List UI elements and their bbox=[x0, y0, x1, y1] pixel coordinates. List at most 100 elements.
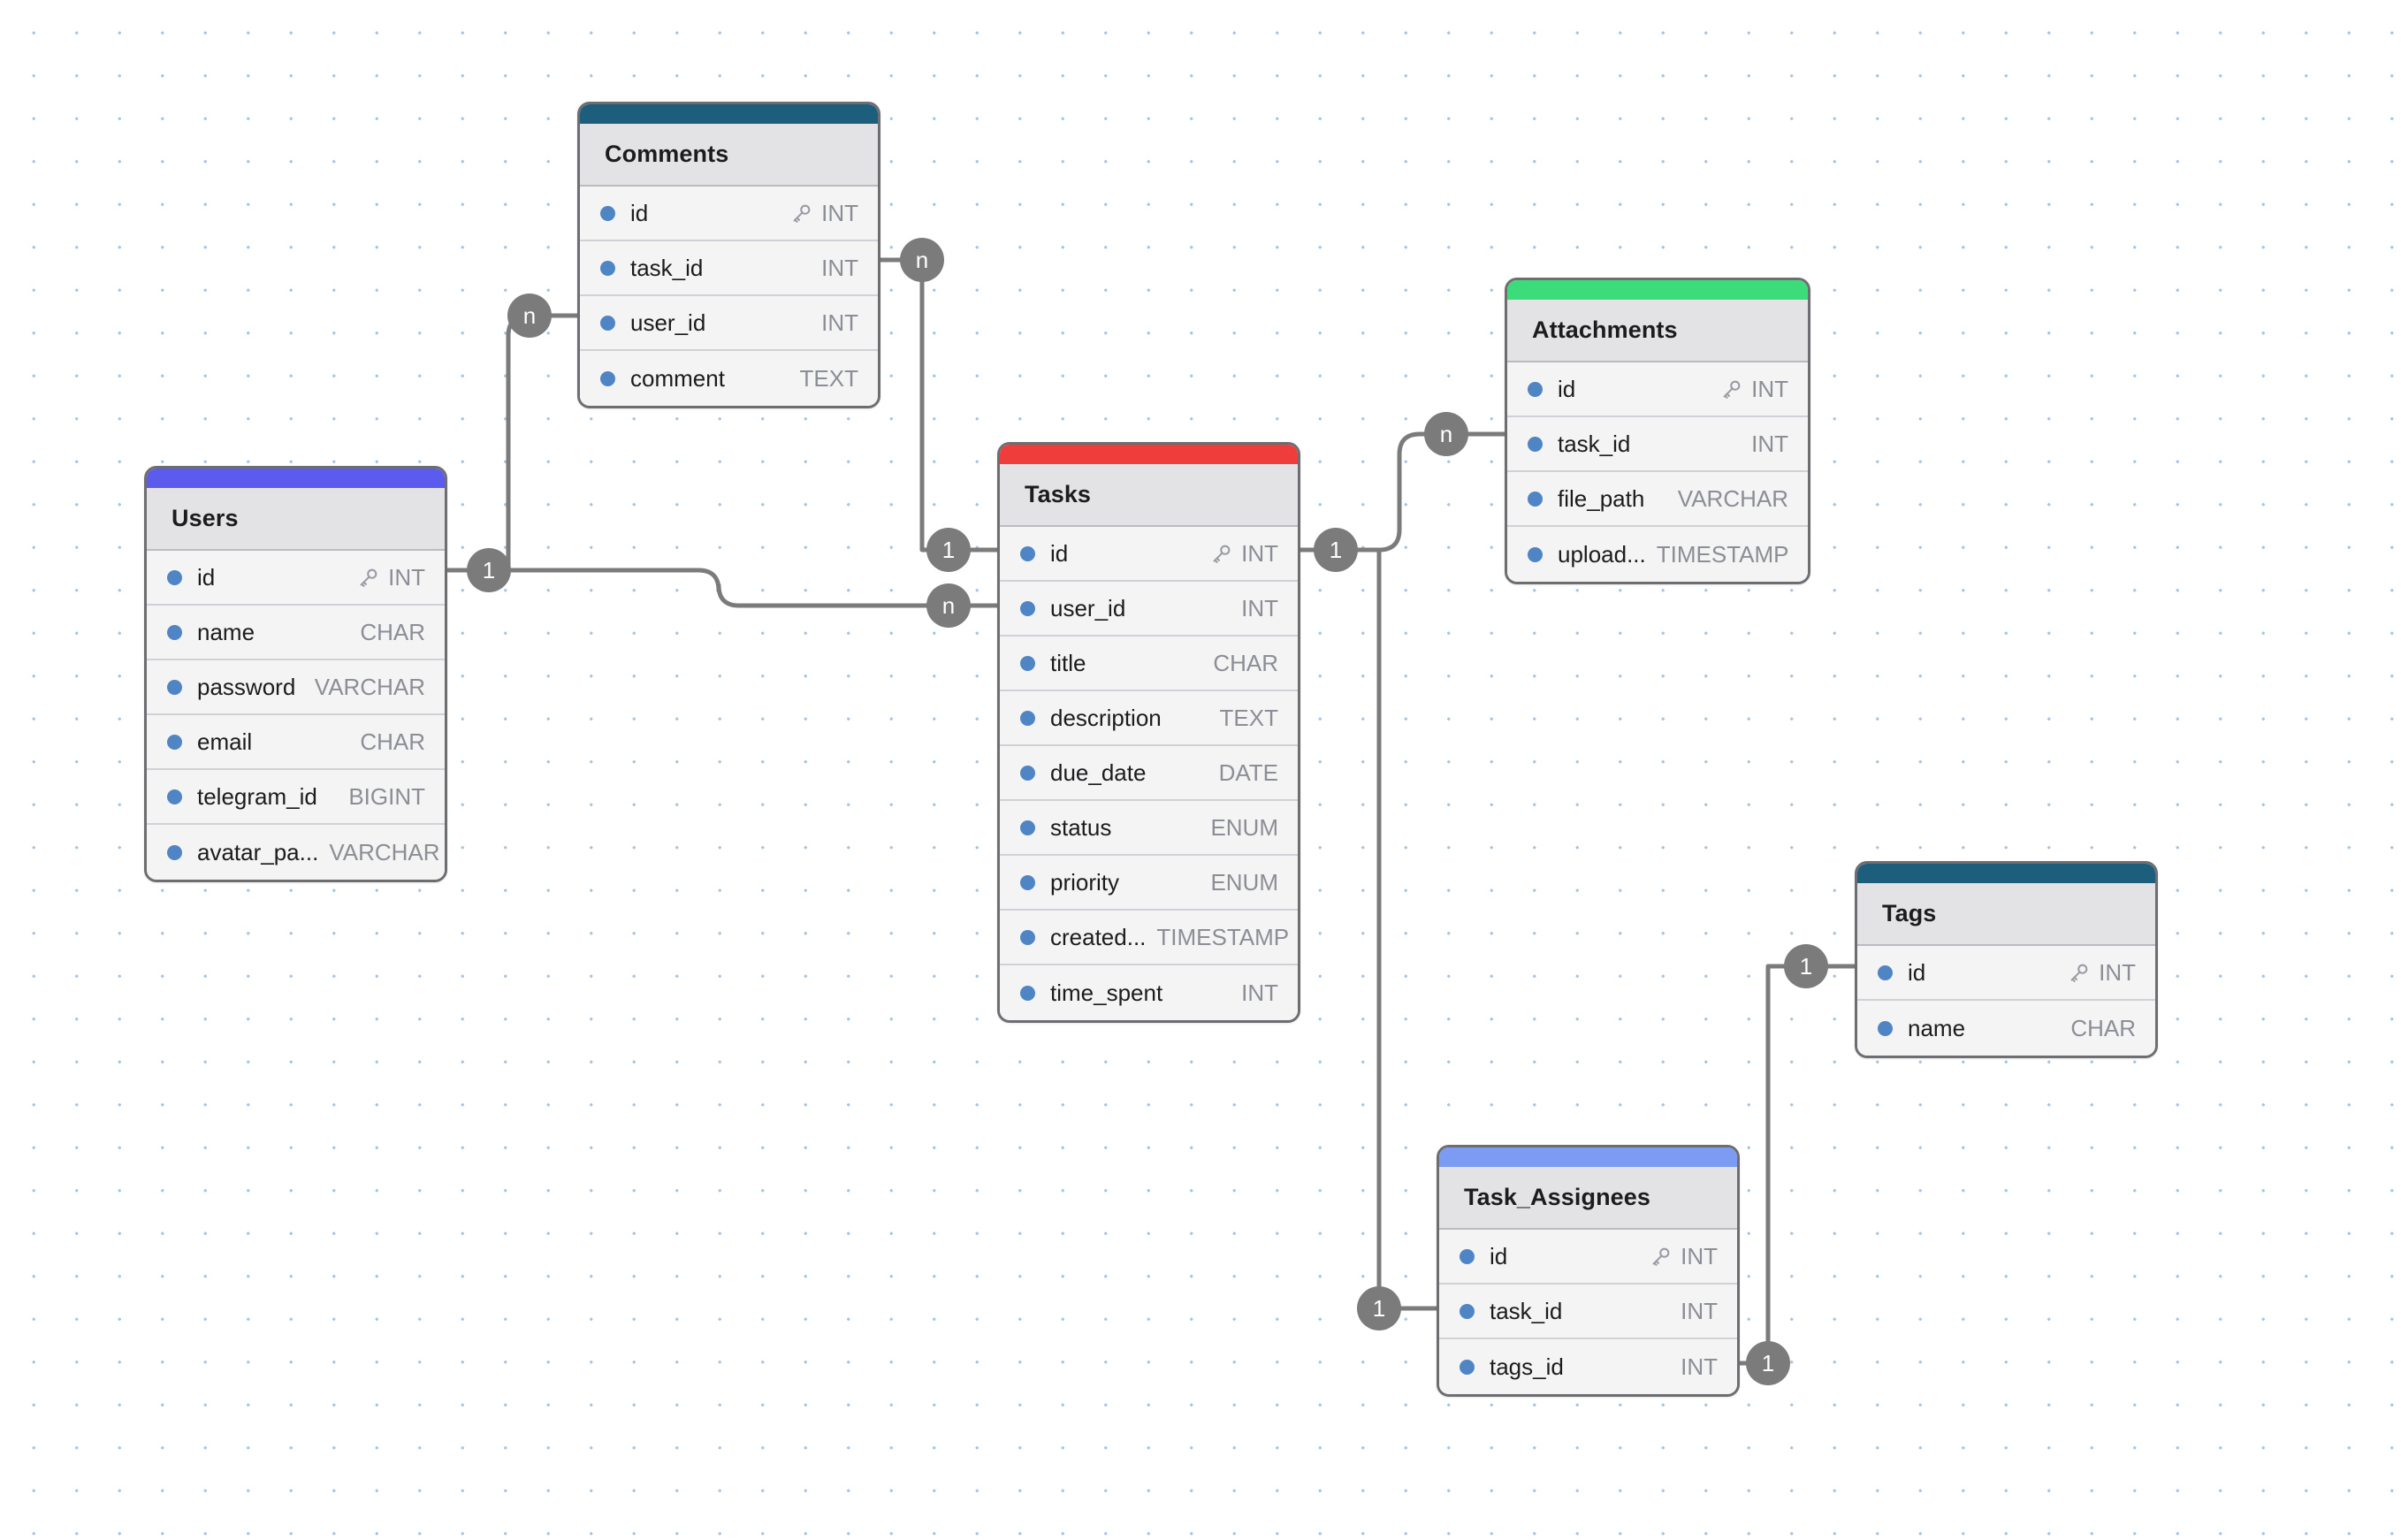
entity-title: Comments bbox=[580, 124, 878, 187]
entity-field-row[interactable]: upload... TIMESTAMP bbox=[1507, 527, 1808, 582]
field-type-label: CHAR bbox=[1213, 649, 1278, 676]
field-bullet-icon bbox=[1528, 436, 1543, 452]
entity-field-row[interactable]: name CHAR bbox=[1857, 1001, 2155, 1056]
entity-title: Attachments bbox=[1507, 300, 1808, 362]
entity-field-row[interactable]: avatar_pa... VARCHAR bbox=[147, 825, 445, 880]
link-tasks-assignees bbox=[1300, 547, 1437, 1311]
cardinality-badge-b-tasks-id-left[interactable]: 1 bbox=[926, 528, 971, 572]
field-type-group: VARCHAR bbox=[315, 674, 425, 701]
field-bullet-icon bbox=[1528, 491, 1543, 507]
cardinality-badge-b-comments-taskid[interactable]: n bbox=[900, 238, 944, 282]
field-type-group: DATE bbox=[1219, 759, 1278, 787]
entity-title: Users bbox=[147, 488, 445, 551]
field-type-label: INT bbox=[821, 199, 858, 226]
field-bullet-icon bbox=[1020, 600, 1035, 616]
field-type-label: VARCHAR bbox=[329, 838, 440, 865]
cardinality-badge-b-assignees-taskid[interactable]: 1 bbox=[1357, 1286, 1401, 1330]
entity-field-row[interactable]: task_id INT bbox=[1507, 417, 1808, 472]
field-type-label: INT bbox=[821, 309, 858, 336]
field-name: description bbox=[1050, 704, 1162, 731]
field-type-label: INT bbox=[2099, 958, 2136, 986]
field-bullet-icon bbox=[1020, 985, 1035, 1001]
cardinality-badge-b-tasks-userid[interactable]: n bbox=[926, 583, 971, 628]
primary-key-icon bbox=[357, 566, 380, 589]
field-name: user_id bbox=[630, 309, 706, 336]
field-type-label: INT bbox=[388, 563, 425, 591]
field-bullet-icon bbox=[1020, 545, 1035, 561]
field-type-group: INT bbox=[1681, 1298, 1718, 1325]
entity-field-row[interactable]: id INT bbox=[1857, 946, 2155, 1001]
field-type-label: ENUM bbox=[1210, 868, 1278, 896]
entity-field-row[interactable]: user_id INT bbox=[580, 296, 878, 351]
field-bullet-icon bbox=[1878, 1020, 1893, 1036]
field-type-group: INT bbox=[1751, 431, 1788, 458]
field-type-label: INT bbox=[1751, 375, 1788, 402]
entity-field-row[interactable]: created...TIMESTAMP bbox=[1000, 911, 1298, 965]
field-name: id bbox=[1908, 958, 1926, 986]
entity-title: Tasks bbox=[1000, 464, 1298, 527]
field-type-group: ENUM bbox=[1210, 869, 1278, 896]
field-name: avatar_pa... bbox=[197, 838, 319, 865]
field-type-label: DATE bbox=[1218, 759, 1278, 786]
cardinality-badge-b-users-id[interactable]: 1 bbox=[467, 548, 511, 592]
field-type-group: INT bbox=[1650, 1243, 1718, 1270]
field-type-label: INT bbox=[1681, 1242, 1718, 1269]
field-type-label: TIMESTAMP bbox=[1656, 540, 1789, 568]
field-bullet-icon bbox=[167, 569, 182, 585]
field-bullet-icon bbox=[600, 370, 615, 386]
field-type-group: TIMESTAMP bbox=[1156, 924, 1289, 951]
field-type-label: INT bbox=[821, 254, 858, 281]
cardinality-badge-b-attachments-taskid[interactable]: n bbox=[1424, 412, 1468, 456]
field-name: title bbox=[1050, 649, 1086, 676]
field-bullet-icon bbox=[1460, 1359, 1475, 1375]
field-type-label: CHAR bbox=[2070, 1014, 2136, 1041]
field-bullet-icon bbox=[600, 205, 615, 221]
cardinality-badge-b-comments-userid[interactable]: n bbox=[507, 294, 552, 338]
link-users-tasks bbox=[447, 568, 997, 608]
field-name: task_id bbox=[1558, 430, 1631, 457]
entity-field-row[interactable]: due_date DATE bbox=[1000, 746, 1298, 801]
field-name: email bbox=[197, 728, 253, 755]
cardinality-badge-b-tags-id[interactable]: 1 bbox=[1784, 944, 1828, 988]
field-type-group: INT bbox=[357, 564, 425, 591]
field-bullet-icon bbox=[1020, 710, 1035, 726]
cardinality-badge-b-tasks-id-right[interactable]: 1 bbox=[1314, 528, 1358, 572]
field-bullet-icon bbox=[167, 679, 182, 695]
field-name: name bbox=[1908, 1014, 1966, 1041]
primary-key-icon bbox=[790, 202, 813, 225]
field-name: upload... bbox=[1558, 540, 1646, 568]
cardinality-badge-b-assignees-tagsid[interactable]: 1 bbox=[1746, 1341, 1790, 1385]
field-bullet-icon bbox=[1020, 820, 1035, 835]
field-bullet-icon bbox=[1878, 964, 1893, 980]
field-bullet-icon bbox=[167, 624, 182, 640]
entity-field-row[interactable]: title CHAR bbox=[1000, 637, 1298, 691]
field-name: due_date bbox=[1050, 759, 1147, 786]
field-name: status bbox=[1050, 813, 1112, 841]
